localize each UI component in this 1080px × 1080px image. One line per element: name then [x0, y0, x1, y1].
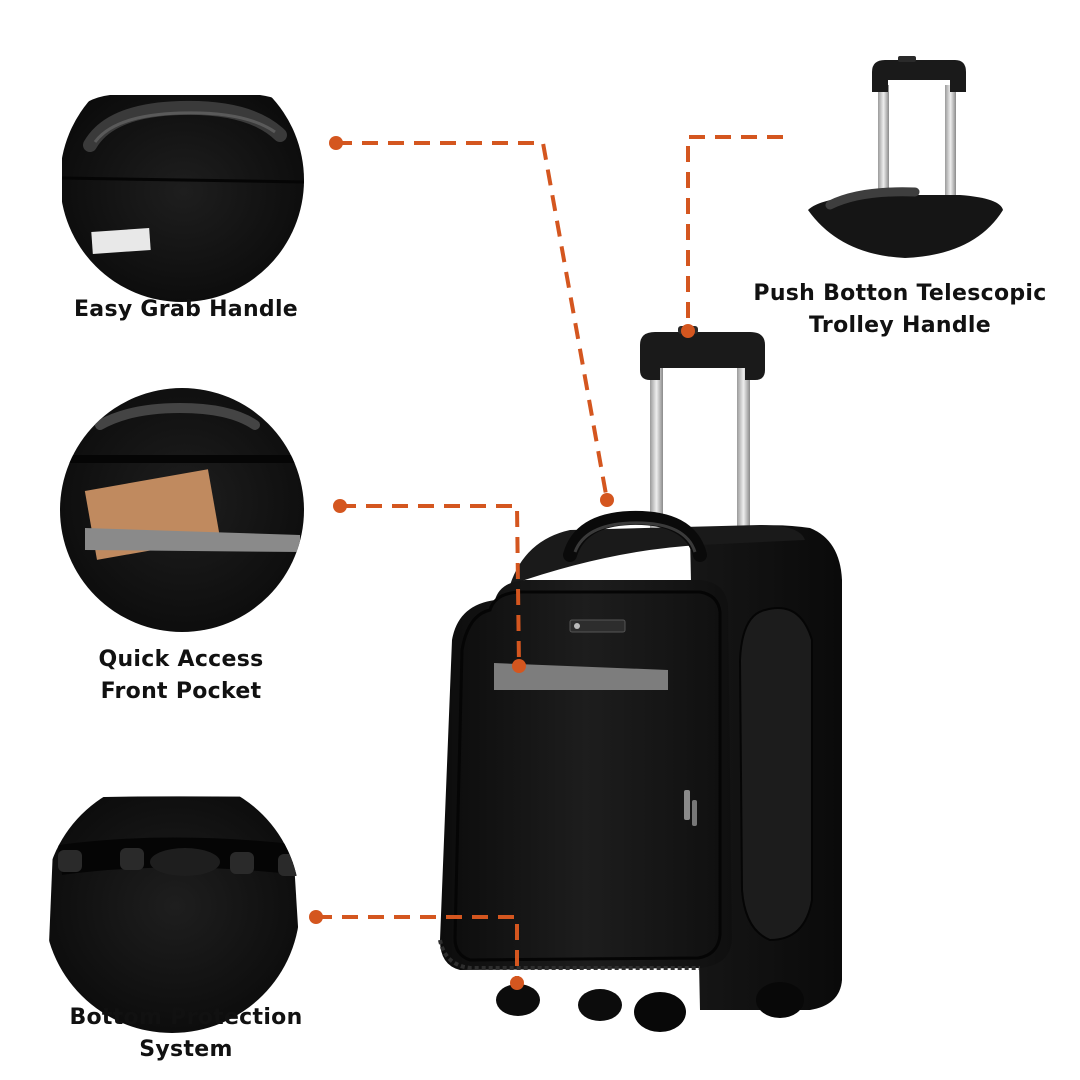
feature-label-trolley-line1: Push Botton Telescopic	[753, 281, 1047, 306]
callout-pocket-line	[340, 504, 521, 667]
callout-trolley-dot-end	[681, 324, 695, 338]
callout-pocket-dot-start	[333, 499, 347, 513]
feature-label-pocket: Quick Access Front Pocket	[36, 644, 326, 708]
bottom-closeup	[44, 777, 300, 1033]
main-suitcase	[438, 326, 842, 1032]
callout-bottom-dot-start	[309, 910, 323, 924]
feature-label-bottom: Bottom Protection System	[36, 1002, 336, 1066]
callout-handle-dot-end	[600, 493, 614, 507]
feature-label-handle-text: Easy Grab Handle	[73, 297, 299, 322]
feature-label-pocket-line2: Front Pocket	[100, 679, 262, 704]
callout-trolley-line	[686, 135, 783, 330]
trolley-closeup	[808, 56, 1003, 258]
callout-pocket-dot-end	[512, 659, 526, 673]
callout-bottom-dot-end	[510, 976, 524, 990]
feature-label-bottom-line1: Bottom Protection	[69, 1005, 303, 1030]
handle-closeup	[60, 58, 304, 302]
pocket-closeup	[60, 388, 304, 632]
feature-label-bottom-line2: System	[139, 1037, 233, 1062]
callout-bottom-line	[316, 915, 519, 982]
feature-label-pocket-line1: Quick Access	[98, 647, 264, 672]
feature-label-trolley: Push Botton Telescopic Trolley Handle	[740, 278, 1060, 342]
callout-handle-line	[336, 141, 609, 501]
callout-handle-dot-start	[329, 136, 343, 150]
feature-label-handle: Easy Grab Handle	[36, 294, 336, 326]
feature-label-trolley-line2: Trolley Handle	[809, 313, 991, 338]
